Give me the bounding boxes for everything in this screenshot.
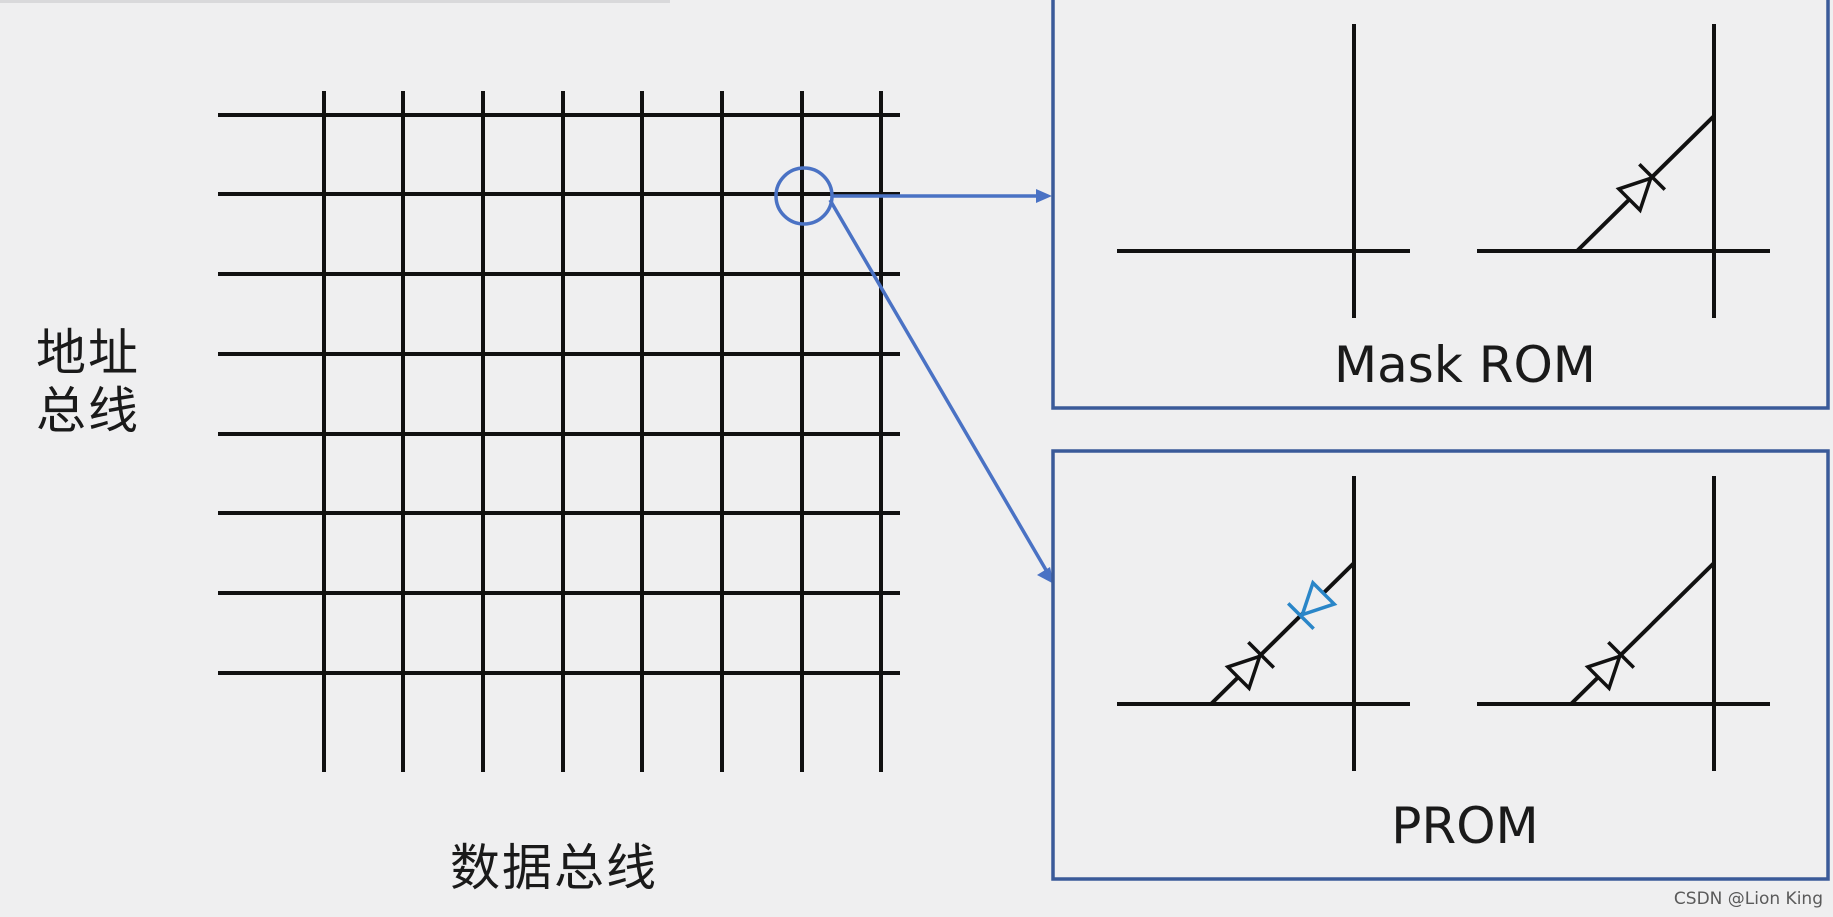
fuse-diode-icon xyxy=(1286,579,1338,631)
prom-cell-1 xyxy=(1477,476,1770,771)
prom-panel xyxy=(1051,449,1830,881)
address-lines xyxy=(218,113,900,675)
address-bus-label: 地址 总线 xyxy=(36,324,140,440)
arrow-icon xyxy=(1037,567,1054,584)
diode-wire xyxy=(1209,561,1356,706)
zoom-indicator xyxy=(774,166,1054,584)
diode-wire xyxy=(1569,561,1716,706)
mask-rom-cell-0 xyxy=(1117,24,1410,318)
arrow-to-prom xyxy=(828,199,1048,571)
mask-rom-border xyxy=(1051,0,1830,410)
mask-rom-cell-1 xyxy=(1477,24,1770,318)
watermark: CSDN @Lion King xyxy=(1673,889,1823,909)
prom-border xyxy=(1051,449,1830,881)
data-bus-label: 数据总线 xyxy=(450,839,658,897)
mask-rom-caption: Mask ROM xyxy=(1334,336,1596,394)
memory-grid xyxy=(218,91,900,772)
prom-cell-0 xyxy=(1117,476,1410,771)
diode-icon xyxy=(1615,162,1667,214)
arrow-icon xyxy=(1036,189,1052,203)
top-strip xyxy=(0,0,670,3)
data-lines xyxy=(322,91,883,772)
prom-caption: PROM xyxy=(1391,797,1539,855)
mask-rom-panel xyxy=(1051,0,1830,410)
diode-icon xyxy=(1584,640,1636,692)
diode-icon xyxy=(1224,640,1276,692)
